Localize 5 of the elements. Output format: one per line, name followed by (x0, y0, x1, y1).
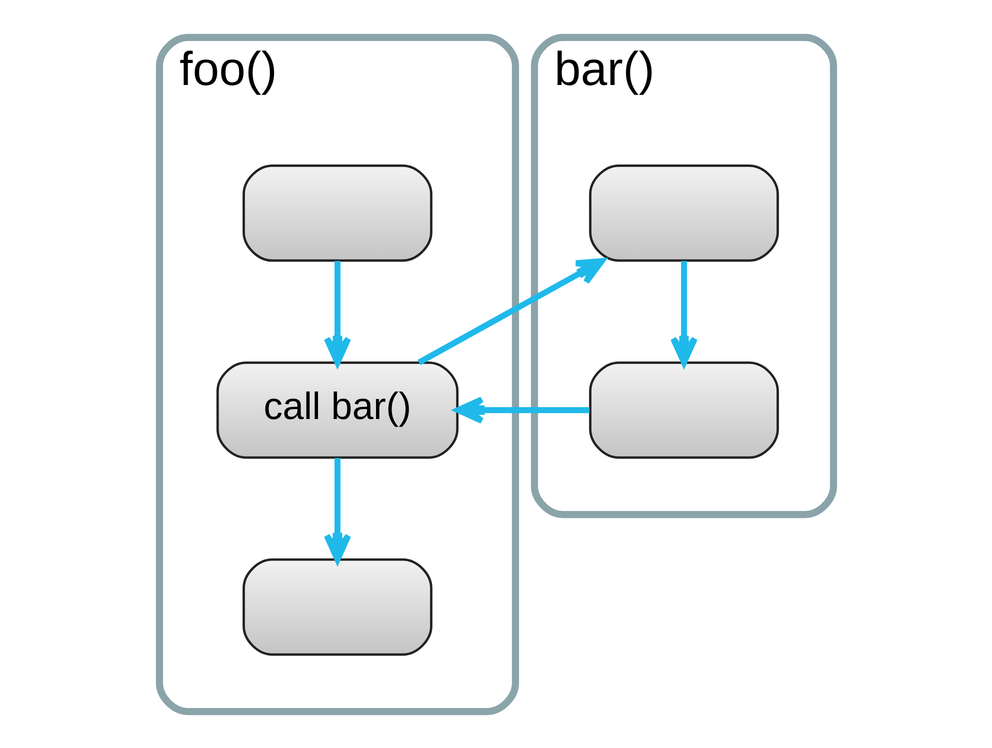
node-box (242, 164, 432, 262)
node-box (588, 164, 778, 262)
node-box (588, 360, 778, 458)
node-box: call bar() (216, 360, 458, 458)
node-box (242, 558, 432, 656)
